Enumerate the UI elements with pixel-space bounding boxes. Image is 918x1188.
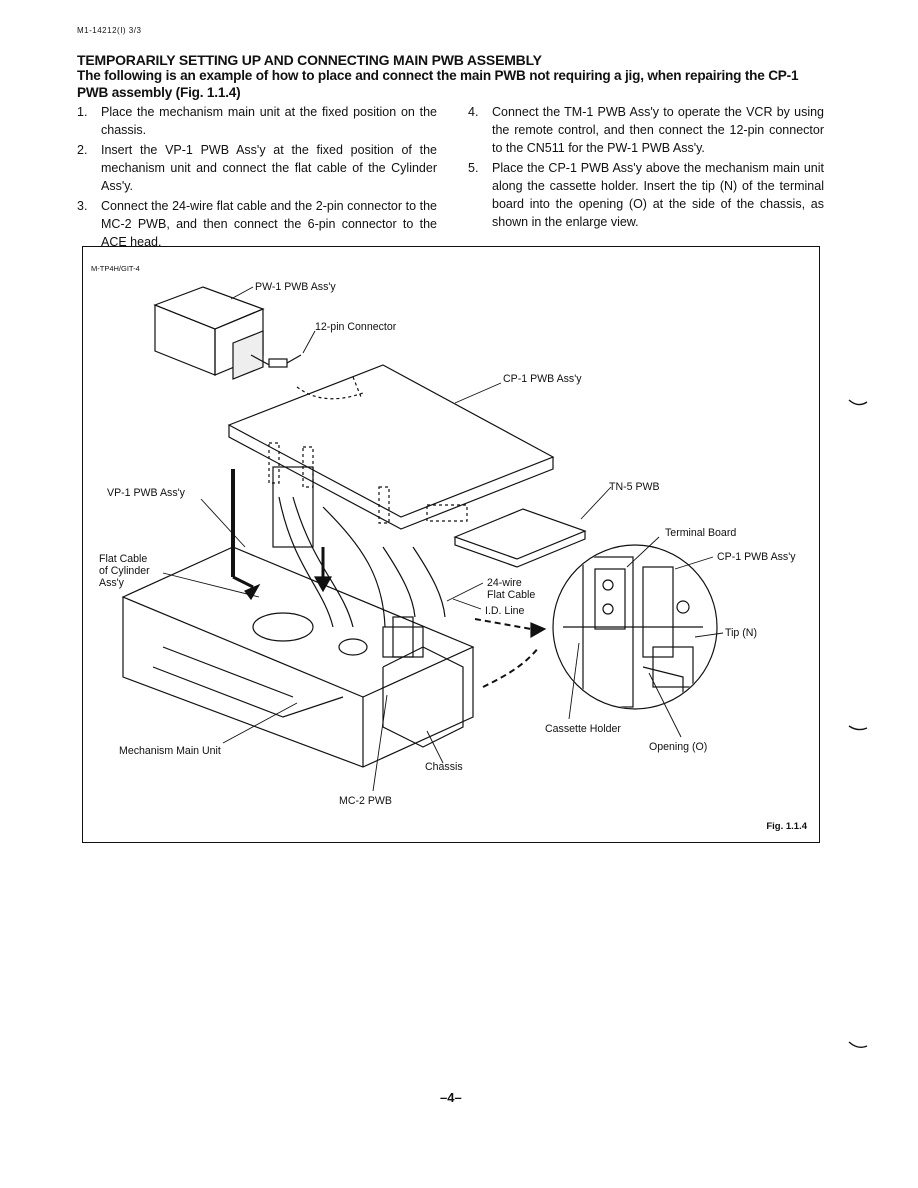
connector-12pin [268, 354, 302, 368]
label-mechanism: Mechanism Main Unit [119, 745, 221, 757]
arrows [232, 547, 333, 601]
document-id: M1-14212(I) 3/3 [77, 26, 142, 35]
binding-mark-1 [848, 399, 868, 406]
steps-right-column: 4.Connect the TM-1 PWB Ass'y to operate … [468, 103, 824, 233]
step-1: 1.Place the mechanism main unit at the f… [77, 105, 437, 137]
section-subtitle: The following is an example of how to pl… [77, 68, 799, 100]
label-tip: Tip (N) [725, 627, 757, 639]
binding-mark-2 [848, 725, 868, 731]
label-chassis: Chassis [425, 761, 463, 773]
figure-number: Fig. 1.1.4 [766, 821, 807, 832]
flat-cables [278, 496, 446, 628]
label-flat-cable: Flat Cable of Cylinder Ass'y [99, 553, 150, 589]
label-cassette-holder: Cassette Holder [545, 723, 621, 735]
zoom-circle [552, 544, 718, 710]
step-4: 4.Connect the TM-1 PWB Ass'y to operate … [468, 105, 824, 155]
binding-mark-3 [848, 1041, 868, 1049]
step-3: 3.Connect the 24-wire flat cable and the… [77, 199, 437, 249]
label-tn5: TN-5 PWB [609, 481, 660, 493]
assembly-figure: M-TP4H/GIT-4 PW-1 PWB Ass'y 12-pin Conne… [82, 246, 820, 843]
page-number: –4– [440, 1090, 462, 1105]
tn5-board [453, 508, 587, 568]
label-cp1-zoom: CP-1 PWB Ass'y [717, 551, 796, 563]
pw1-box [153, 286, 274, 380]
label-cp1: CP-1 PWB Ass'y [503, 373, 582, 385]
cp1-board [227, 364, 555, 530]
section-title: TEMPORARILY SETTING UP AND CONNECTING MA… [77, 52, 542, 68]
vp1-board [231, 466, 314, 577]
label-12pin: 12-pin Connector [315, 321, 397, 333]
zoom-pointers [474, 618, 540, 688]
step-5: 5.Place the CP-1 PWB Ass'y above the mec… [468, 161, 824, 229]
label-24wire: 24-wire Flat Cable [487, 577, 536, 601]
label-terminal-board: Terminal Board [665, 527, 737, 539]
label-id-line: I.D. Line [485, 605, 525, 617]
mechanism-chassis [121, 546, 475, 768]
step-2: 2.Insert the VP-1 PWB Ass'y at the fixed… [77, 143, 437, 193]
zoom-arrow-head [530, 622, 547, 639]
label-opening: Opening (O) [649, 741, 708, 753]
label-vp1: VP-1 PWB Ass'y [107, 487, 185, 499]
steps-left-column: 1.Place the mechanism main unit at the f… [77, 103, 437, 253]
figure-code: M-TP4H/GIT-4 [91, 264, 140, 273]
dashed-connectors [268, 442, 468, 524]
leader-lines [162, 286, 724, 792]
label-pw1: PW-1 PWB Ass'y [255, 281, 336, 293]
label-mc2: MC-2 PWB [339, 795, 392, 807]
assembly-illustration [121, 286, 724, 792]
